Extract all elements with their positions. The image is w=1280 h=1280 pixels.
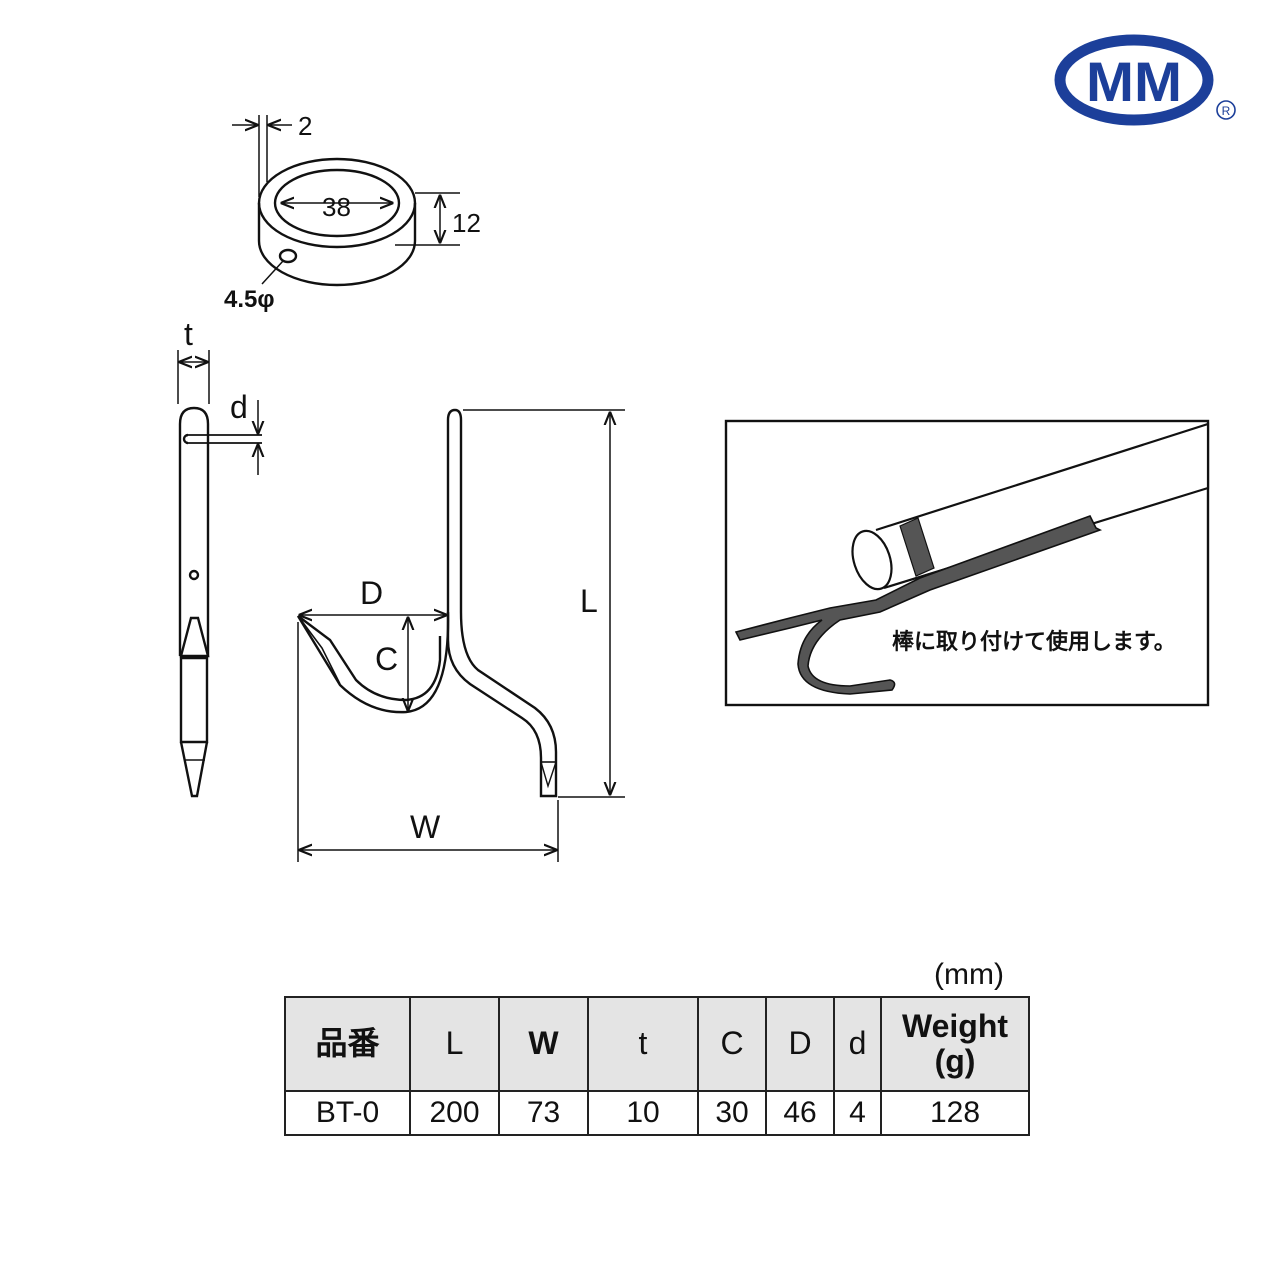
table-row: BT-0 200 73 10 30 46 4 128	[284, 1090, 1030, 1136]
cell-D: 46	[765, 1090, 835, 1136]
header-weight-label: Weight	[901, 1007, 1009, 1044]
header-t: t	[587, 996, 699, 1092]
unit-label: (mm)	[934, 958, 1004, 991]
ring-hole	[278, 248, 298, 264]
front-C-label: C	[375, 641, 398, 677]
cell-W: 73	[498, 1090, 589, 1136]
cell-weight: 128	[880, 1090, 1030, 1136]
brand-logo: MM R	[1054, 34, 1236, 126]
pole-end	[851, 529, 893, 591]
header-weight: Weight (g)	[880, 996, 1030, 1092]
cell-part-number: BT-0	[284, 1090, 411, 1136]
ring-on-pole	[899, 517, 935, 577]
side-t-label: t	[184, 316, 193, 352]
registered-mark: R	[1222, 104, 1231, 118]
header-weight-unit: (g)	[934, 1043, 976, 1079]
side-view-drawing	[177, 350, 262, 798]
usage-illustration	[724, 419, 1210, 707]
header-C: C	[697, 996, 767, 1092]
hook-front-view	[296, 408, 625, 862]
header-d: d	[833, 996, 882, 1092]
header-L: L	[409, 996, 500, 1092]
ring-height-dim: 12	[452, 208, 481, 238]
spec-table: 品番 L W t C D d Weight (g) BT-0 200 73 10…	[284, 996, 1030, 1136]
cell-t: 10	[587, 1090, 699, 1136]
front-D-label: D	[360, 575, 383, 611]
ring-hole-dim: 4.5φ	[224, 286, 275, 313]
table-header-row: 品番 L W t C D d Weight (g)	[284, 996, 1030, 1092]
cell-d: 4	[833, 1090, 882, 1136]
ring-wall-dim: 2	[298, 111, 312, 141]
header-W: W	[498, 996, 589, 1092]
ring-diameter-dim: 38	[322, 192, 351, 222]
side-d-label: d	[230, 389, 248, 425]
usage-caption: 棒に取り付けて使用します。	[892, 630, 1176, 655]
front-W-label: W	[410, 809, 441, 845]
front-L-label: L	[580, 583, 598, 619]
ring-drawing	[232, 115, 460, 287]
cell-C: 30	[697, 1090, 767, 1136]
header-D: D	[765, 996, 835, 1092]
logo-text: MM	[1086, 50, 1182, 113]
header-part-number: 品番	[284, 996, 411, 1092]
hook-on-pole	[734, 515, 1103, 695]
cell-L: 200	[409, 1090, 500, 1136]
